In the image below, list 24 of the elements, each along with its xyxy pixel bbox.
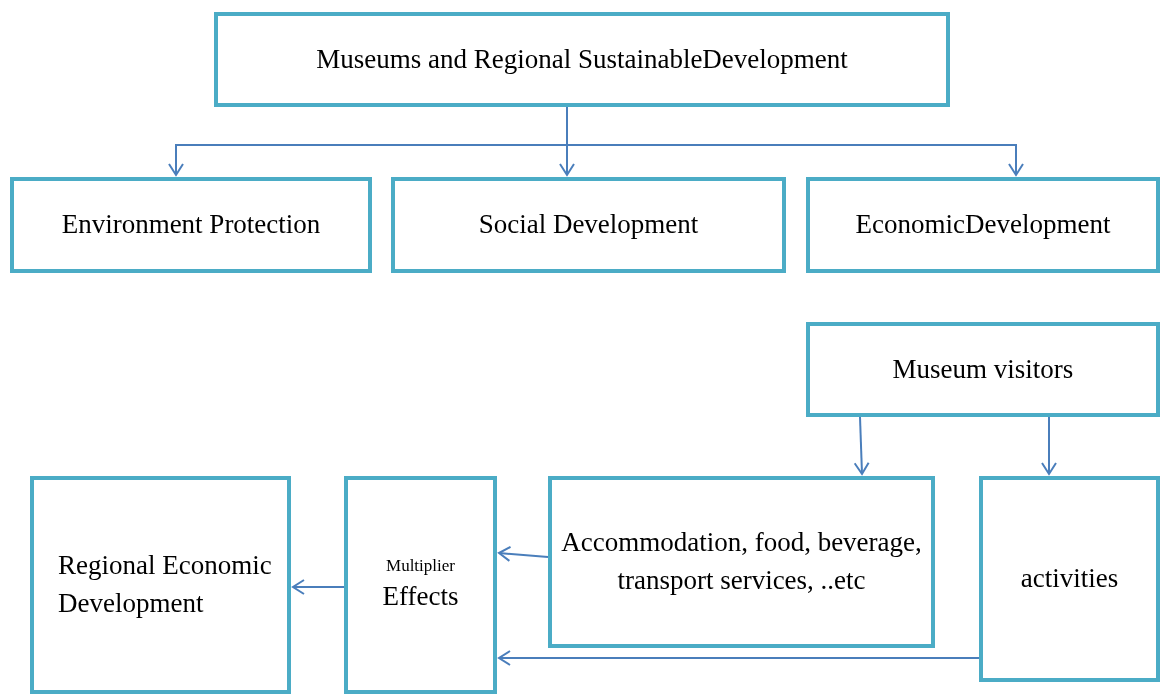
box-label: Regional Economic Development <box>58 549 273 620</box>
process-box <box>344 476 497 694</box>
arrow <box>498 650 980 666</box>
process-box <box>30 476 291 694</box>
box-label: Museum visitors <box>892 352 1074 386</box>
arrow <box>498 545 549 562</box>
box-label: Environment Protection <box>61 208 321 242</box>
process-box <box>806 322 1160 417</box>
box-label: EconomicDevelopment <box>855 208 1111 242</box>
box-label: Effects <box>382 580 459 613</box>
process-box <box>979 476 1160 682</box>
process-box <box>548 476 935 648</box>
arrow <box>853 416 870 475</box>
process-box <box>10 177 372 273</box>
box-label: Social Development <box>478 208 699 242</box>
process-box <box>214 12 950 107</box>
box-label: Accommodation, food, beverage, transport services, ..etc <box>560 526 923 597</box>
process-box <box>806 177 1160 273</box>
process-box <box>391 177 786 273</box>
box-label: activities <box>1020 562 1119 596</box>
arrow <box>1041 416 1057 475</box>
box-label: Multiplier <box>386 555 455 578</box>
box-label: Museums and Regional SustainableDevelopment <box>316 42 848 76</box>
arrow <box>292 579 345 595</box>
